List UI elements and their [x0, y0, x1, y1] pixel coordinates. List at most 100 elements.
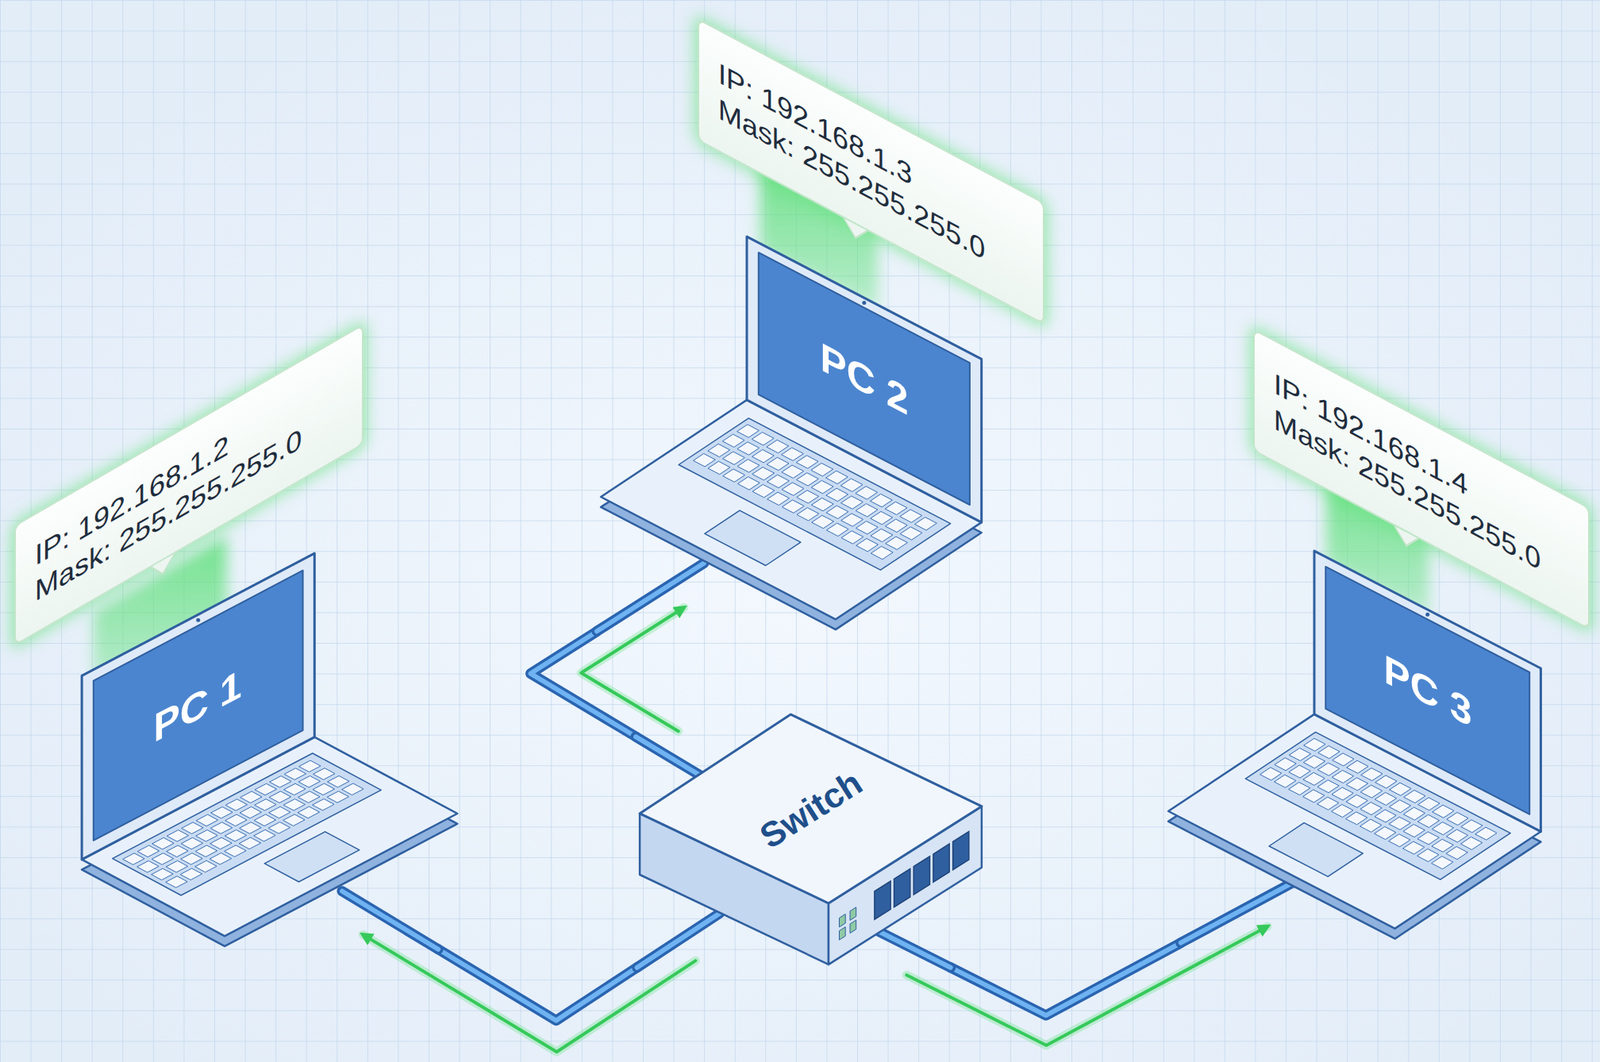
key: [1331, 770, 1354, 784]
key: [1260, 767, 1282, 781]
key: [150, 868, 173, 881]
key: [238, 837, 261, 850]
cable-casing: [438, 949, 638, 1021]
key: [1303, 772, 1325, 785]
key: [225, 799, 247, 812]
laptop: PC 2: [596, 232, 986, 634]
key: [796, 455, 819, 469]
cable-stub-casing: [635, 736, 704, 778]
laptop-drawing: [1164, 546, 1546, 943]
key: [722, 434, 745, 447]
key: [269, 775, 291, 788]
key: [870, 528, 893, 542]
key: [268, 806, 290, 819]
callout-pointer-fill: [150, 553, 175, 581]
key: [209, 837, 231, 850]
key: [767, 492, 790, 505]
key: [239, 806, 262, 819]
key: [1388, 834, 1411, 847]
key: [1346, 794, 1368, 808]
laptop-lid: [746, 236, 982, 523]
key: [194, 860, 216, 873]
ethernet-port: [874, 880, 891, 920]
key: [253, 814, 276, 827]
key: [224, 829, 247, 842]
key: [1360, 802, 1382, 816]
flow-arrow: [362, 934, 696, 1053]
key: [707, 443, 731, 457]
status-led: [839, 913, 847, 927]
key: [737, 424, 760, 438]
key: [855, 486, 878, 500]
key: [326, 775, 349, 788]
laptop-screen: [758, 252, 970, 505]
callout-pointer: [843, 216, 868, 246]
key: [826, 470, 849, 484]
key: [1346, 760, 1369, 774]
network-cable: [362, 934, 696, 1053]
key: [298, 760, 320, 773]
key: [1417, 849, 1439, 862]
key: [180, 868, 202, 881]
ip-callout: IP: 192.168.1.4Mask: 255.255.255.0: [1253, 328, 1590, 631]
key: [1446, 829, 1468, 843]
flow-glow: [906, 926, 1268, 1046]
key: [811, 463, 834, 477]
key: [1418, 797, 1440, 811]
key: [180, 837, 203, 850]
key: [1317, 762, 1339, 776]
camera-dot: [196, 617, 200, 622]
key: [811, 515, 835, 528]
key: [707, 461, 731, 474]
cable-stub-core: [342, 890, 439, 949]
key: [1431, 838, 1454, 852]
key: [312, 767, 335, 780]
key: [1403, 807, 1425, 820]
key: [1431, 822, 1454, 835]
key: [693, 453, 716, 467]
key: [796, 473, 820, 486]
key: [752, 450, 775, 463]
key: [826, 523, 850, 536]
key: [223, 845, 246, 858]
network-cable: [906, 926, 1268, 1046]
key: [1388, 816, 1411, 830]
key: [1417, 831, 1439, 845]
key: [312, 783, 335, 796]
key: [1332, 753, 1354, 766]
touchpad: [704, 510, 801, 566]
key: [737, 442, 760, 455]
cable-stub-core: [635, 736, 704, 778]
key: [811, 498, 835, 512]
key: [1303, 755, 1325, 769]
cable-stub-core: [877, 930, 951, 968]
key: [165, 845, 188, 858]
key: [311, 798, 334, 811]
key: [253, 798, 276, 811]
key: [840, 478, 863, 492]
camera-dot: [1425, 612, 1430, 617]
laptop-lid: [81, 553, 315, 860]
key: [151, 837, 174, 850]
key: [1318, 746, 1340, 759]
key: [269, 791, 291, 804]
key: [915, 517, 938, 531]
callout-pointer-edge: [843, 218, 868, 245]
laptop-screen: [1325, 566, 1530, 815]
key: [196, 814, 218, 827]
laptop-drawing: [77, 549, 464, 950]
key: [137, 845, 159, 858]
key: [870, 546, 893, 559]
key: [752, 467, 775, 481]
cable-stub-casing: [596, 563, 704, 632]
key: [1374, 792, 1397, 806]
key: [841, 496, 864, 509]
laptop: PC 1: [77, 549, 464, 950]
key: [165, 860, 188, 873]
key: [224, 814, 247, 827]
key: [282, 814, 304, 827]
key: [900, 509, 923, 523]
